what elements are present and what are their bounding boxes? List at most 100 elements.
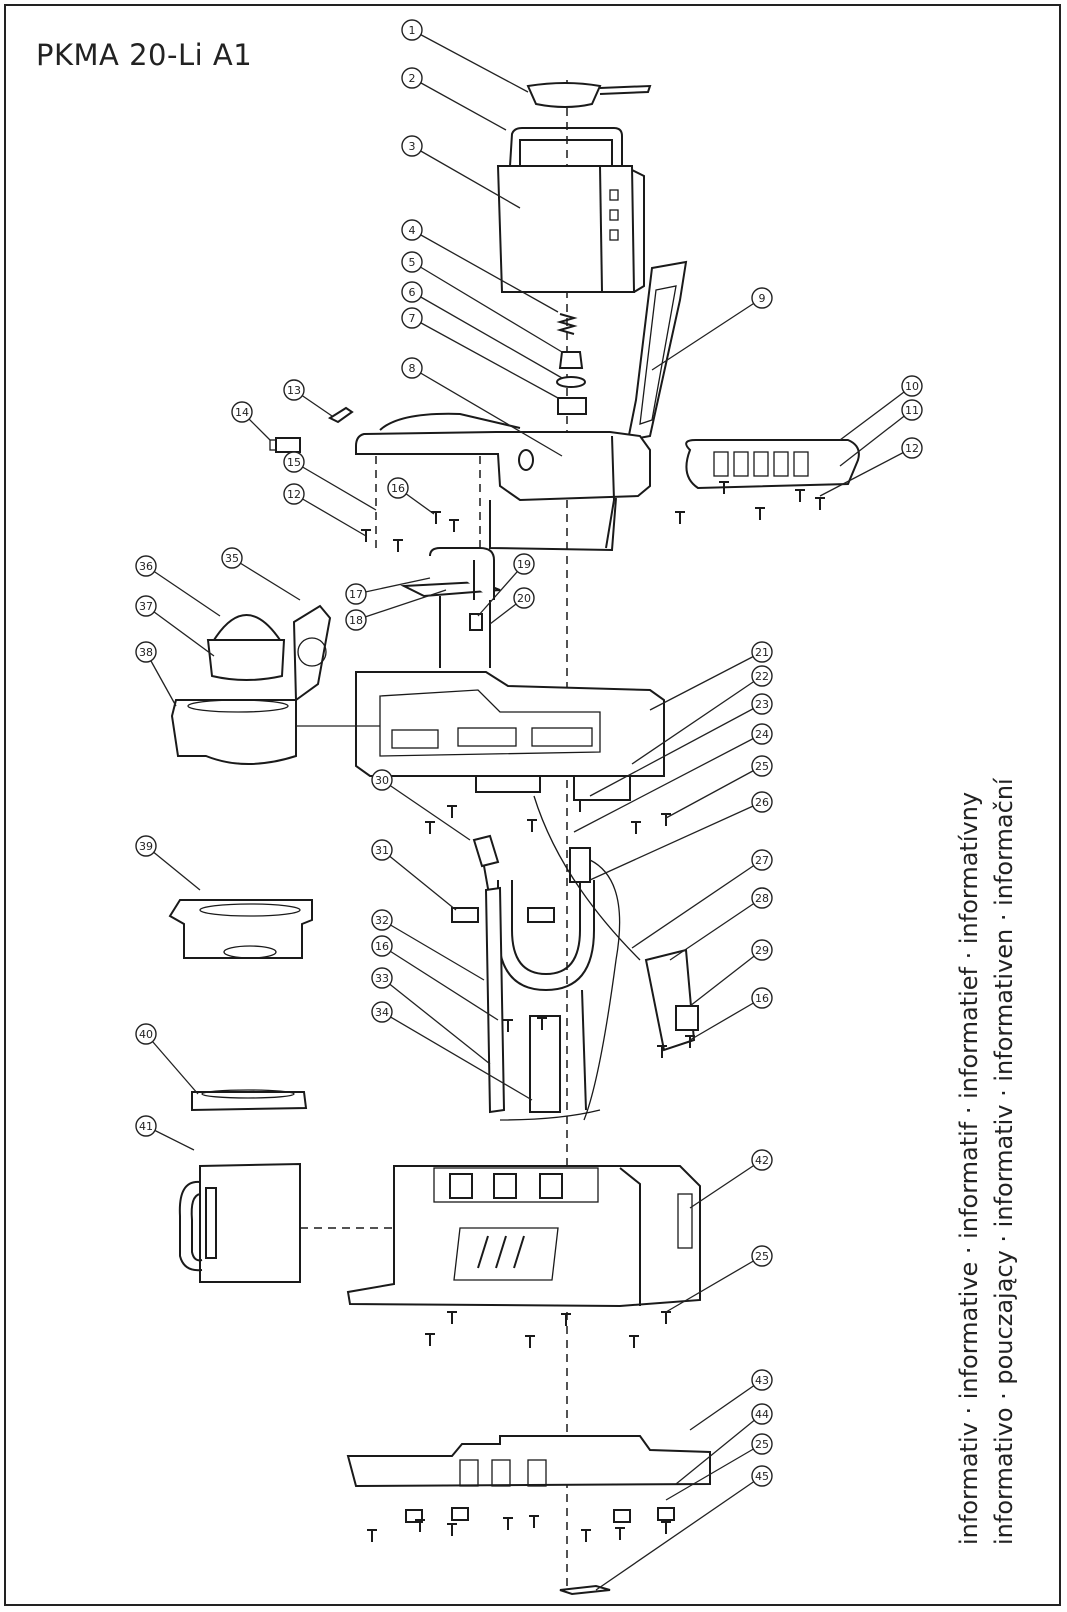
callout-label: 38 [139, 646, 153, 659]
callout-15: 15 [283, 451, 305, 473]
callout-label: 16 [375, 940, 389, 953]
callout-label: 40 [139, 1028, 153, 1041]
callout-leader-16 [689, 997, 763, 1041]
callout-leader-45 [595, 1475, 763, 1591]
callout-leader-28 [669, 897, 763, 961]
part-mug [178, 1162, 400, 1283]
callout-43: 43 [751, 1369, 773, 1391]
callout-11: 11 [901, 399, 923, 421]
part-valve-body [558, 351, 584, 369]
callout-17: 17 [345, 583, 367, 605]
callout-label: 32 [375, 914, 389, 927]
callout-24: 24 [751, 723, 773, 745]
part-light-cover [685, 439, 860, 490]
part-heating-u-tube [497, 847, 595, 992]
callout-9: 9 [751, 287, 773, 309]
screw-icon [661, 1521, 671, 1534]
callout-19: 19 [513, 553, 535, 575]
part-top-housing [355, 412, 651, 552]
part-handle [509, 127, 623, 167]
callout-31: 31 [371, 839, 393, 861]
screw-icon [447, 1311, 457, 1324]
screw-icon [719, 481, 729, 494]
callout-label: 45 [755, 1470, 769, 1483]
callout-leader-12 [293, 493, 367, 537]
callout-leader-6 [411, 291, 563, 379]
part-wiring [499, 795, 641, 1121]
screw-icon [575, 799, 585, 812]
part-main-body [296, 671, 665, 801]
callout-44: 44 [751, 1403, 773, 1425]
callout-label: 20 [517, 592, 531, 605]
callout-leader-12 [819, 447, 913, 497]
callout-16: 16 [751, 987, 773, 1009]
callout-leader-40 [145, 1033, 199, 1095]
callout-label: 25 [755, 1438, 769, 1451]
callout-leader-29 [689, 949, 763, 1007]
callout-leader-26 [589, 801, 763, 881]
callout-16: 16 [371, 935, 393, 957]
callout-leader-5 [411, 261, 563, 353]
part-drip-tray [168, 899, 313, 959]
part-valve-ring [556, 376, 586, 388]
callout-leader-43 [689, 1379, 763, 1431]
callout-leader-33 [381, 977, 491, 1065]
callout-leader-31 [381, 849, 457, 911]
part-sensor [469, 613, 483, 631]
screw-icon [675, 511, 685, 524]
callout-label: 4 [409, 224, 416, 237]
callout-10: 10 [901, 375, 923, 397]
model-title: PKMA 20-Li A1 [36, 38, 253, 72]
callout-label: 24 [755, 728, 769, 741]
callout-label: 26 [755, 796, 769, 809]
screw-icon [661, 813, 671, 826]
screw-icon [447, 1523, 457, 1536]
callout-leader-39 [145, 845, 201, 891]
screw-icon [449, 519, 459, 532]
callout-label: 34 [375, 1006, 389, 1019]
callout-label: 21 [755, 646, 769, 659]
callout-leader-32 [381, 919, 485, 981]
screw-icon [657, 1045, 667, 1058]
callout-leader-3 [411, 145, 521, 209]
callout-label: 31 [375, 844, 389, 857]
callout-label: 15 [287, 456, 301, 469]
callout-20: 20 [513, 587, 535, 609]
callout-label: 16 [391, 482, 405, 495]
callout-39: 39 [135, 835, 157, 857]
callout-25: 25 [751, 755, 773, 777]
screw-icon [755, 507, 765, 520]
callout-2: 2 [401, 67, 423, 89]
callout-label: 33 [375, 972, 389, 985]
callout-leader-9 [651, 297, 763, 371]
callout-label: 2 [409, 72, 416, 85]
part-bottom-plate [346, 1435, 711, 1488]
callout-16: 16 [387, 477, 409, 499]
part-base-station [346, 1165, 701, 1308]
screw-icon [431, 511, 441, 524]
callout-5: 5 [401, 251, 423, 273]
callout-leader-2 [411, 77, 507, 131]
callout-leader-22 [631, 675, 763, 765]
callout-label: 37 [139, 600, 153, 613]
callout-label: 27 [755, 854, 769, 867]
callout-33: 33 [371, 967, 393, 989]
screw-icon [415, 1519, 425, 1532]
callout-37: 37 [135, 595, 157, 617]
callout-27: 27 [751, 849, 773, 871]
callout-3: 3 [401, 135, 423, 157]
callout-label: 36 [139, 560, 153, 573]
part-small-clip [327, 406, 354, 424]
callout-label: 12 [287, 488, 301, 501]
screw-icon [503, 1517, 513, 1530]
callout-leader-27 [631, 859, 763, 949]
callout-label: 12 [905, 442, 919, 455]
callout-leader-7 [411, 317, 559, 399]
callout-45: 45 [751, 1465, 773, 1487]
callout-label: 6 [409, 286, 416, 299]
callout-23: 23 [751, 693, 773, 715]
callout-34: 34 [371, 1001, 393, 1023]
screw-icon [529, 1515, 539, 1528]
callout-label: 25 [755, 1250, 769, 1263]
